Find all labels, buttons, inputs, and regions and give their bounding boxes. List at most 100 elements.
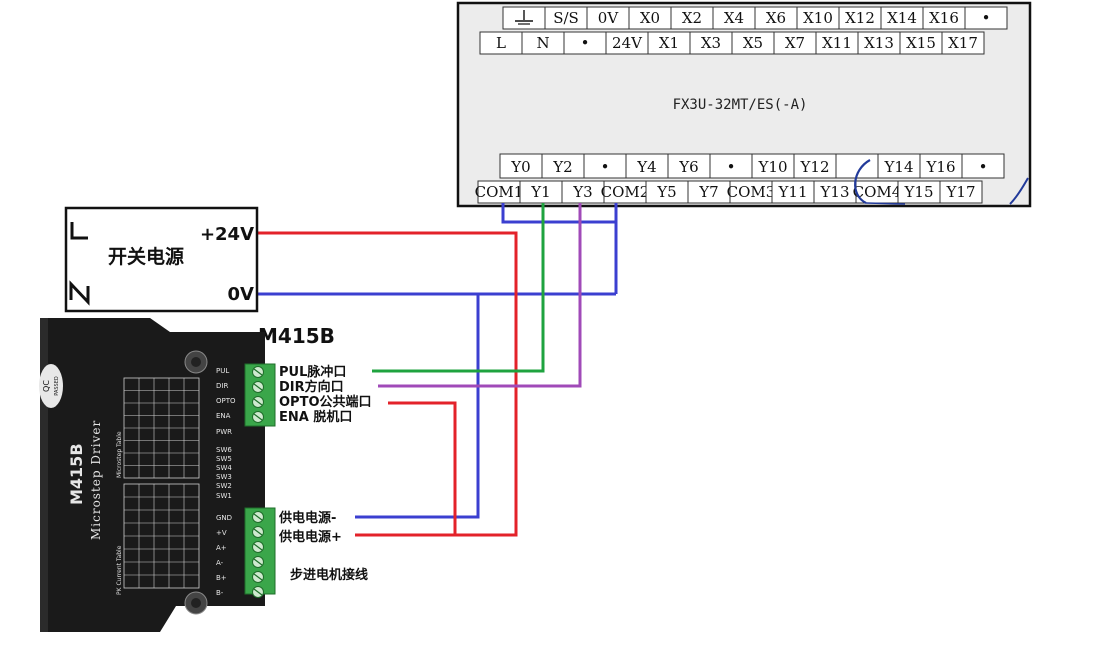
plc-bottom-terminal-label: Y17	[946, 183, 976, 201]
current-table: PK Current Table	[116, 483, 200, 595]
driver-pin-label: GND	[216, 514, 232, 522]
ground-icon	[515, 10, 533, 25]
plc-bottom-terminal-label: COM1	[475, 183, 524, 201]
power-supply: 开关电源 +24V 0V L N	[64, 206, 259, 313]
plc-top-terminal-label: S/S	[553, 9, 579, 27]
plc-bottom-terminal-label: COM4	[853, 183, 902, 201]
plc-top-terminal-cell	[964, 6, 1008, 30]
plc-bottom-terminal-cell	[499, 153, 543, 179]
label-dir: DIR方向口	[279, 379, 344, 395]
wire-green-pul	[372, 203, 545, 373]
plc-bottom-terminal-cell	[709, 153, 753, 179]
driver-pin-label: +V	[216, 529, 227, 537]
plc-top-terminal-label: X7	[785, 34, 805, 52]
plc-top-terminal-label: X5	[743, 34, 763, 52]
driver-labels: PUL脉冲口 DIR方向口 OPTO公共端口 ENA 脱机口 供电电源- 供电电…	[278, 364, 372, 583]
plc-bottom-terminal-cell	[877, 153, 921, 179]
label-opto: OPTO公共端口	[279, 394, 372, 410]
driver-body-model: M415B	[67, 443, 86, 505]
psu-n-mark	[69, 280, 90, 306]
label-supply-plus: 供电电源+	[278, 529, 342, 545]
driver-pin-label: OPTO	[216, 397, 236, 405]
plc-top-terminal-label: •	[581, 34, 590, 52]
psu-minus-label: 0V	[228, 284, 255, 305]
psu-l-mark	[70, 222, 88, 240]
label-motor: 步进电机接线	[290, 567, 368, 583]
plc-bottom-terminal-cell	[939, 180, 983, 204]
driver-pin-label: SW3	[216, 473, 232, 481]
svg-text:QC: QC	[42, 380, 51, 392]
terminal-block-signal	[244, 363, 276, 427]
driver-pin-label: PUL	[216, 367, 229, 375]
plc-bottom-terminal-label: •	[727, 158, 736, 176]
plc-top-terminal-label: X14	[887, 9, 917, 27]
plc-bottom-terminal-label: Y2	[552, 158, 572, 176]
driver-pin-label: B+	[216, 574, 227, 582]
wire-blue-gnd	[355, 294, 480, 519]
label-supply-minus: 供电电源-	[278, 510, 336, 526]
qc-badge: QC PASSED	[39, 364, 63, 408]
driver-body-sub: Microstep Driver	[89, 420, 103, 540]
plc-top-terminal-label: L	[496, 34, 506, 52]
wire-red-opto	[388, 401, 457, 535]
driver-pin-label: A+	[216, 544, 227, 552]
plc-top-terminal-label: X3	[701, 34, 721, 52]
plc-bottom-terminal-label: Y15	[904, 183, 934, 201]
plc-top-terminal-label: X13	[864, 34, 894, 52]
svg-text:Microstep Table: Microstep Table	[116, 431, 123, 478]
plc-top-terminal-label: 24V	[612, 34, 643, 52]
plc-top-terminal-label: X16	[929, 9, 959, 27]
plc-bottom-terminal-label: Y14	[884, 158, 914, 176]
plc-top-terminal-label: X15	[906, 34, 936, 52]
plc-bottom-terminal-label: Y4	[636, 158, 656, 176]
terminal-block-power	[244, 507, 276, 598]
plc-bottom-terminal-label: Y0	[510, 158, 530, 176]
plc-top-terminal-label: X2	[682, 9, 702, 27]
plc-bottom-terminal-cell	[793, 153, 837, 179]
plc-bottom-terminal-cell	[625, 153, 669, 179]
driver-pin-label: SW2	[216, 482, 232, 490]
plc-bottom-terminal-label: Y13	[820, 183, 850, 201]
plc-bottom-terminal-label: •	[601, 158, 610, 176]
plc-bottom-terminal-label: COM3	[727, 183, 776, 201]
plc-bottom-terminal-label: Y3	[572, 183, 592, 201]
plc-bottom-terminal-cell	[667, 153, 711, 179]
psu-plus-label: +24V	[200, 224, 254, 245]
label-ena: ENA 脱机口	[279, 409, 352, 425]
driver-pin-label: SW6	[216, 446, 232, 454]
plc-top-terminal-label: 0V	[598, 9, 620, 27]
plc-top-terminal-label: N	[536, 34, 549, 52]
label-pul: PUL脉冲口	[279, 364, 346, 380]
driver-pin-label: SW4	[216, 464, 232, 472]
plc-bottom-terminal-cell	[583, 153, 627, 179]
microstep-table: Microstep Table	[116, 377, 200, 479]
plc-top-terminal-label: X0	[640, 9, 660, 27]
plc-top-terminal-label: X4	[724, 9, 744, 27]
wires	[258, 203, 618, 537]
plc-top-terminal-cell	[941, 31, 985, 55]
driver-pin-label: SW1	[216, 492, 232, 500]
plc-bottom-terminal-label: Y16	[926, 158, 956, 176]
plc-top-terminal-label: X11	[822, 34, 852, 52]
driver-model-heading: M415B	[258, 324, 335, 348]
plc-top-terminal-label: X12	[845, 9, 875, 27]
plc-top-terminal-label: •	[982, 9, 991, 27]
stepper-driver: M415B QC PASSED M415B Microstep Driver M…	[39, 318, 335, 632]
wire-red-24v	[258, 231, 518, 537]
plc-bottom-terminal-cell	[961, 153, 1005, 179]
svg-text:PK Current Table: PK Current Table	[116, 545, 123, 595]
plc-bottom-terminal-label: Y12	[800, 158, 830, 176]
plc-bottom-terminal-label: Y5	[656, 183, 676, 201]
plc-top-terminal-label: X10	[803, 9, 833, 27]
plc-bottom-terminal-label: Y7	[698, 183, 718, 201]
driver-pin-label: ENA	[216, 412, 231, 420]
psu-title: 开关电源	[108, 245, 184, 268]
plc-bottom-terminal-label: Y6	[678, 158, 698, 176]
wire-blue-com	[501, 203, 616, 224]
wire-purple-dir	[378, 203, 582, 388]
driver-pin-label: SW5	[216, 455, 232, 463]
plc-bottom-terminal-label: •	[979, 158, 988, 176]
driver-pin-label: PWR	[216, 428, 232, 436]
plc-bottom-terminal-label: Y11	[778, 183, 808, 201]
